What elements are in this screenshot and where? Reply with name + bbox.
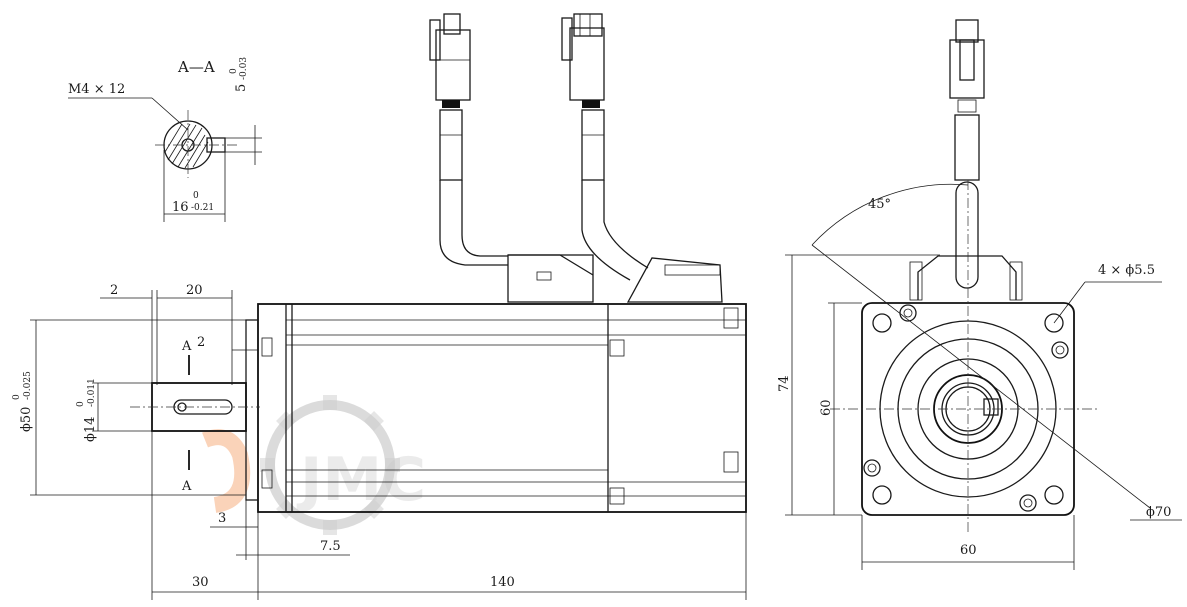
key-height-label: 16: [172, 200, 189, 215]
dim-shaft-2: 2: [110, 283, 118, 298]
dim-flange-3: 3: [218, 511, 226, 526]
cable-front: [949, 19, 985, 289]
mounting-holes: [863, 304, 1069, 512]
dim-step-2: 2: [197, 335, 205, 350]
watermark-text: JMC: [296, 445, 426, 515]
watermark-logo: JMC: [202, 395, 426, 535]
key-width-label: 5: [234, 84, 249, 92]
dim-shaft-30: 30: [192, 575, 209, 590]
dim-pilot-dia: ϕ50: [19, 407, 34, 432]
key-height-tol-upper: 0: [193, 191, 199, 201]
dim-bolt-circle: ϕ70: [1146, 505, 1171, 520]
key-height-tol-lower: -0.21: [191, 203, 214, 213]
section-title: A—A: [177, 58, 215, 76]
power-connector-housing: [507, 254, 594, 303]
section-mark-bottom: A: [181, 479, 192, 494]
dim-body-140: 140: [490, 575, 515, 590]
dim-pilot-tol-upper: 0: [12, 394, 22, 400]
section-a-a: A—A M4 × 12 5 0 -0.03 16 0 -0.: [68, 57, 262, 222]
dim-pilot-tol-lower: -0.025: [23, 371, 33, 400]
thread-label: M4 × 12: [68, 82, 125, 97]
dim-shaft-20: 20: [186, 283, 203, 298]
key-width-tol-upper: 0: [229, 68, 239, 74]
dim-shaft-tol-lower: -0.011: [87, 378, 97, 407]
dim-square-h: 60: [960, 543, 977, 558]
cable-encoder: [561, 13, 649, 281]
dim-shaft-tol-upper: 0: [76, 401, 86, 407]
dim-holes: 4 × ϕ5.5: [1098, 263, 1155, 278]
dim-shaft-dia: ϕ14: [83, 417, 98, 442]
section-hatching: [164, 123, 209, 169]
dim-angle-45: 45°: [868, 197, 891, 212]
side-view: A A 2 20 2 ϕ50 0 -0.025 ϕ14 0 -0.011 3: [12, 13, 747, 600]
front-view: 45° 4 × ϕ5.5 74 60 60 ϕ70: [777, 19, 1182, 570]
key-shape: [206, 137, 226, 153]
section-mark-top: A: [181, 339, 192, 354]
cable-power: [429, 13, 508, 266]
key-width-tol-lower: -0.03: [239, 57, 249, 80]
dim-flange-7-5: 7.5: [320, 539, 341, 554]
dim-height-74: 74: [777, 375, 792, 392]
dim-square-v: 60: [819, 399, 834, 416]
